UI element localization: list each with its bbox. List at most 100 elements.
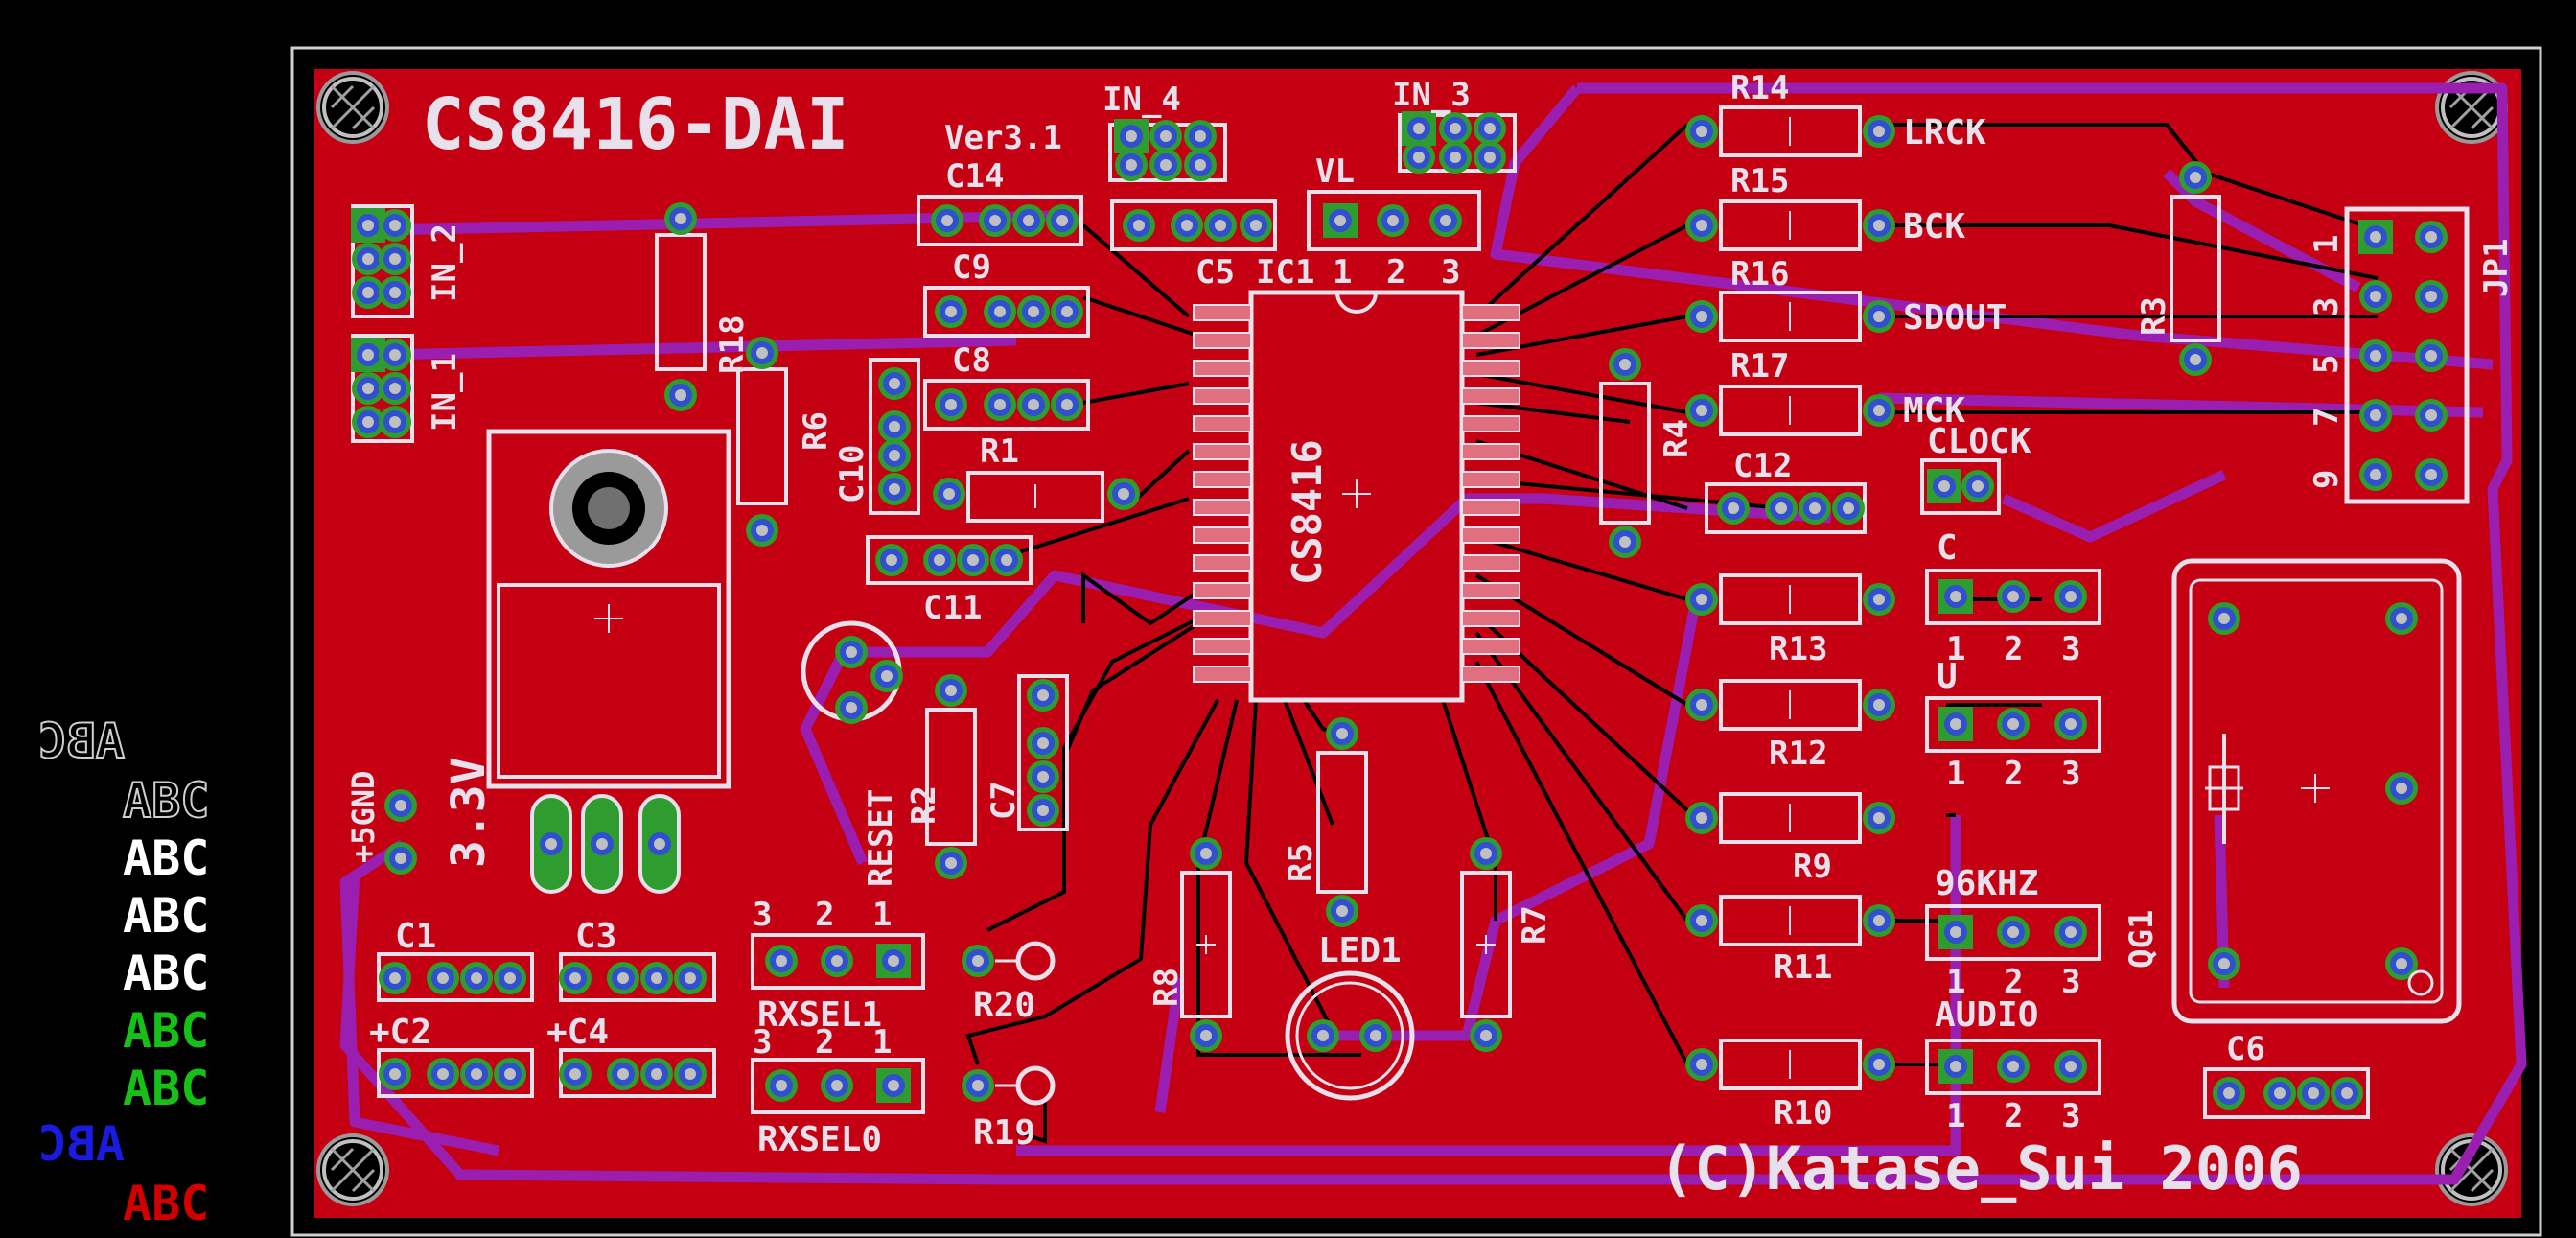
label-c: C bbox=[1937, 528, 1958, 568]
label-r13: R13 bbox=[1769, 630, 1827, 668]
label-c10: C10 bbox=[833, 445, 871, 503]
label-r1: R1 bbox=[980, 432, 1019, 471]
ic-pin bbox=[1193, 554, 1252, 572]
capacitor-c7 bbox=[1017, 674, 1069, 831]
rxsel1-pin-3: 3 bbox=[753, 896, 772, 934]
label-in3: IN_3 bbox=[1392, 76, 1471, 114]
jp1-pin-5: 5 bbox=[2308, 355, 2346, 374]
mounting-hole-tr bbox=[2433, 69, 2510, 146]
label-regulator-3v3: 3.3V bbox=[442, 757, 496, 868]
label-sdout: SDOUT bbox=[1903, 298, 2007, 338]
label-r17: R17 bbox=[1730, 347, 1789, 385]
label-c14: C14 bbox=[945, 157, 1004, 196]
board-version: Ver3.1 bbox=[944, 119, 1062, 157]
label-power: +5GND bbox=[345, 771, 382, 863]
legend-item-6: ABC bbox=[123, 1003, 209, 1059]
resistor-r8 bbox=[1180, 837, 1232, 1052]
jp1-pad bbox=[2359, 399, 2392, 432]
label-u: U bbox=[1937, 657, 1958, 696]
jp1-pin-1: 1 bbox=[2308, 235, 2346, 254]
rxsel1-pin-2: 2 bbox=[815, 896, 834, 934]
jp1-header bbox=[2344, 206, 2470, 504]
resistor-r17 bbox=[1685, 385, 1895, 436]
in3-connector bbox=[1398, 111, 1517, 174]
in4-connector bbox=[1108, 119, 1227, 182]
ic-pin bbox=[1461, 526, 1520, 544]
ic-pin bbox=[1193, 471, 1252, 488]
label-r12: R12 bbox=[1769, 735, 1827, 773]
ic-pin bbox=[1193, 304, 1252, 321]
mounting-hole-bl bbox=[314, 1132, 391, 1208]
rxsel0-pin-3: 3 bbox=[753, 1023, 772, 1062]
vl-pin-2: 2 bbox=[1386, 253, 1405, 292]
in1-connector bbox=[351, 334, 414, 443]
label-96khz: 96KHZ bbox=[1935, 864, 2038, 903]
ic-pin bbox=[1461, 471, 1520, 488]
mounting-hole-tl bbox=[314, 69, 391, 146]
jumper-audio-pin-2: 2 bbox=[2004, 1097, 2023, 1135]
label-c7: C7 bbox=[985, 781, 1023, 820]
label-r6: R6 bbox=[797, 411, 835, 451]
label-r18: R18 bbox=[713, 315, 752, 374]
jumper-96khz-pins: 1 2 3 bbox=[1946, 963, 2080, 1001]
label-c3: C3 bbox=[575, 917, 616, 956]
rxsel1-pins: 3 2 1 bbox=[753, 896, 892, 934]
ic-cs8416 bbox=[1193, 290, 1520, 703]
top-traces bbox=[965, 123, 2379, 1144]
ic-pin bbox=[1193, 638, 1252, 655]
resistor-r14 bbox=[1685, 105, 1895, 157]
label-r15: R15 bbox=[1730, 162, 1789, 200]
jumper-96khz bbox=[1925, 904, 2101, 961]
resistor-r13 bbox=[1685, 573, 1895, 625]
jumper-96khz-pin-1: 1 bbox=[1946, 963, 1965, 1001]
label-cs8416: CS8416 bbox=[1284, 439, 1331, 585]
jumper-u-pin-2: 2 bbox=[2004, 755, 2023, 793]
jumper-audio bbox=[1925, 1039, 2101, 1095]
resistor-r6 bbox=[736, 337, 788, 547]
capacitor-c1 bbox=[377, 952, 534, 1002]
vl-pin-3: 3 bbox=[1441, 253, 1460, 292]
capacitor-c6 bbox=[2203, 1067, 2370, 1119]
jp1-pad bbox=[2415, 458, 2448, 491]
layer-legend: ABC ABC ABC ABC ABC ABC ABC ABC ABC bbox=[37, 712, 211, 1231]
jumper-96khz-pin-2: 2 bbox=[2004, 963, 2023, 1001]
resistor-r9 bbox=[1685, 792, 1895, 844]
rxsel1-pin-1: 1 bbox=[872, 896, 892, 934]
label-r14: R14 bbox=[1730, 69, 1789, 107]
jp1-pad bbox=[2415, 221, 2448, 253]
jp1-pad bbox=[2415, 280, 2448, 313]
legend-item-7: ABC bbox=[123, 1061, 209, 1116]
resistor-r16 bbox=[1685, 291, 1895, 342]
copyright-text: (C)Katase_Sui 2006 bbox=[1659, 1133, 2303, 1203]
resistor-r4 bbox=[1599, 348, 1651, 558]
label-c6: C6 bbox=[2226, 1030, 2265, 1068]
capacitor-c9 bbox=[923, 286, 1090, 338]
label-c11: C11 bbox=[923, 589, 982, 627]
label-r8: R8 bbox=[1148, 968, 1186, 1007]
resistor-r10 bbox=[1685, 1039, 1895, 1090]
label-r7: R7 bbox=[1516, 905, 1554, 945]
capacitor-c3 bbox=[559, 952, 716, 1002]
capacitor-c12 bbox=[1705, 482, 1867, 534]
resistor-r18 bbox=[655, 202, 707, 411]
ic-pin bbox=[1193, 387, 1252, 405]
rxsel0-pins: 3 2 1 bbox=[753, 1023, 892, 1062]
jumper-audio-pin-3: 3 bbox=[2061, 1097, 2080, 1135]
ic-pin bbox=[1193, 360, 1252, 377]
capacitor-c11 bbox=[866, 535, 1033, 585]
jumper-u-pin-3: 3 bbox=[2061, 755, 2080, 793]
copper-pour bbox=[314, 69, 2521, 1218]
ic-pin bbox=[1193, 499, 1252, 516]
label-r2: R2 bbox=[905, 785, 943, 825]
jumper-u-pin-1: 1 bbox=[1946, 755, 1965, 793]
ic-pin bbox=[1461, 638, 1520, 655]
label-mck: MCK bbox=[1903, 391, 1965, 431]
capacitor-c5 bbox=[1110, 199, 1277, 251]
label-led1: LED1 bbox=[1318, 931, 1402, 970]
capacitor-c4 bbox=[559, 1048, 716, 1098]
resistor-r1 bbox=[933, 471, 1140, 523]
ic-pin bbox=[1461, 499, 1520, 516]
ic-pin bbox=[1461, 554, 1520, 572]
jumper-c-pins: 1 2 3 bbox=[1946, 630, 2080, 668]
